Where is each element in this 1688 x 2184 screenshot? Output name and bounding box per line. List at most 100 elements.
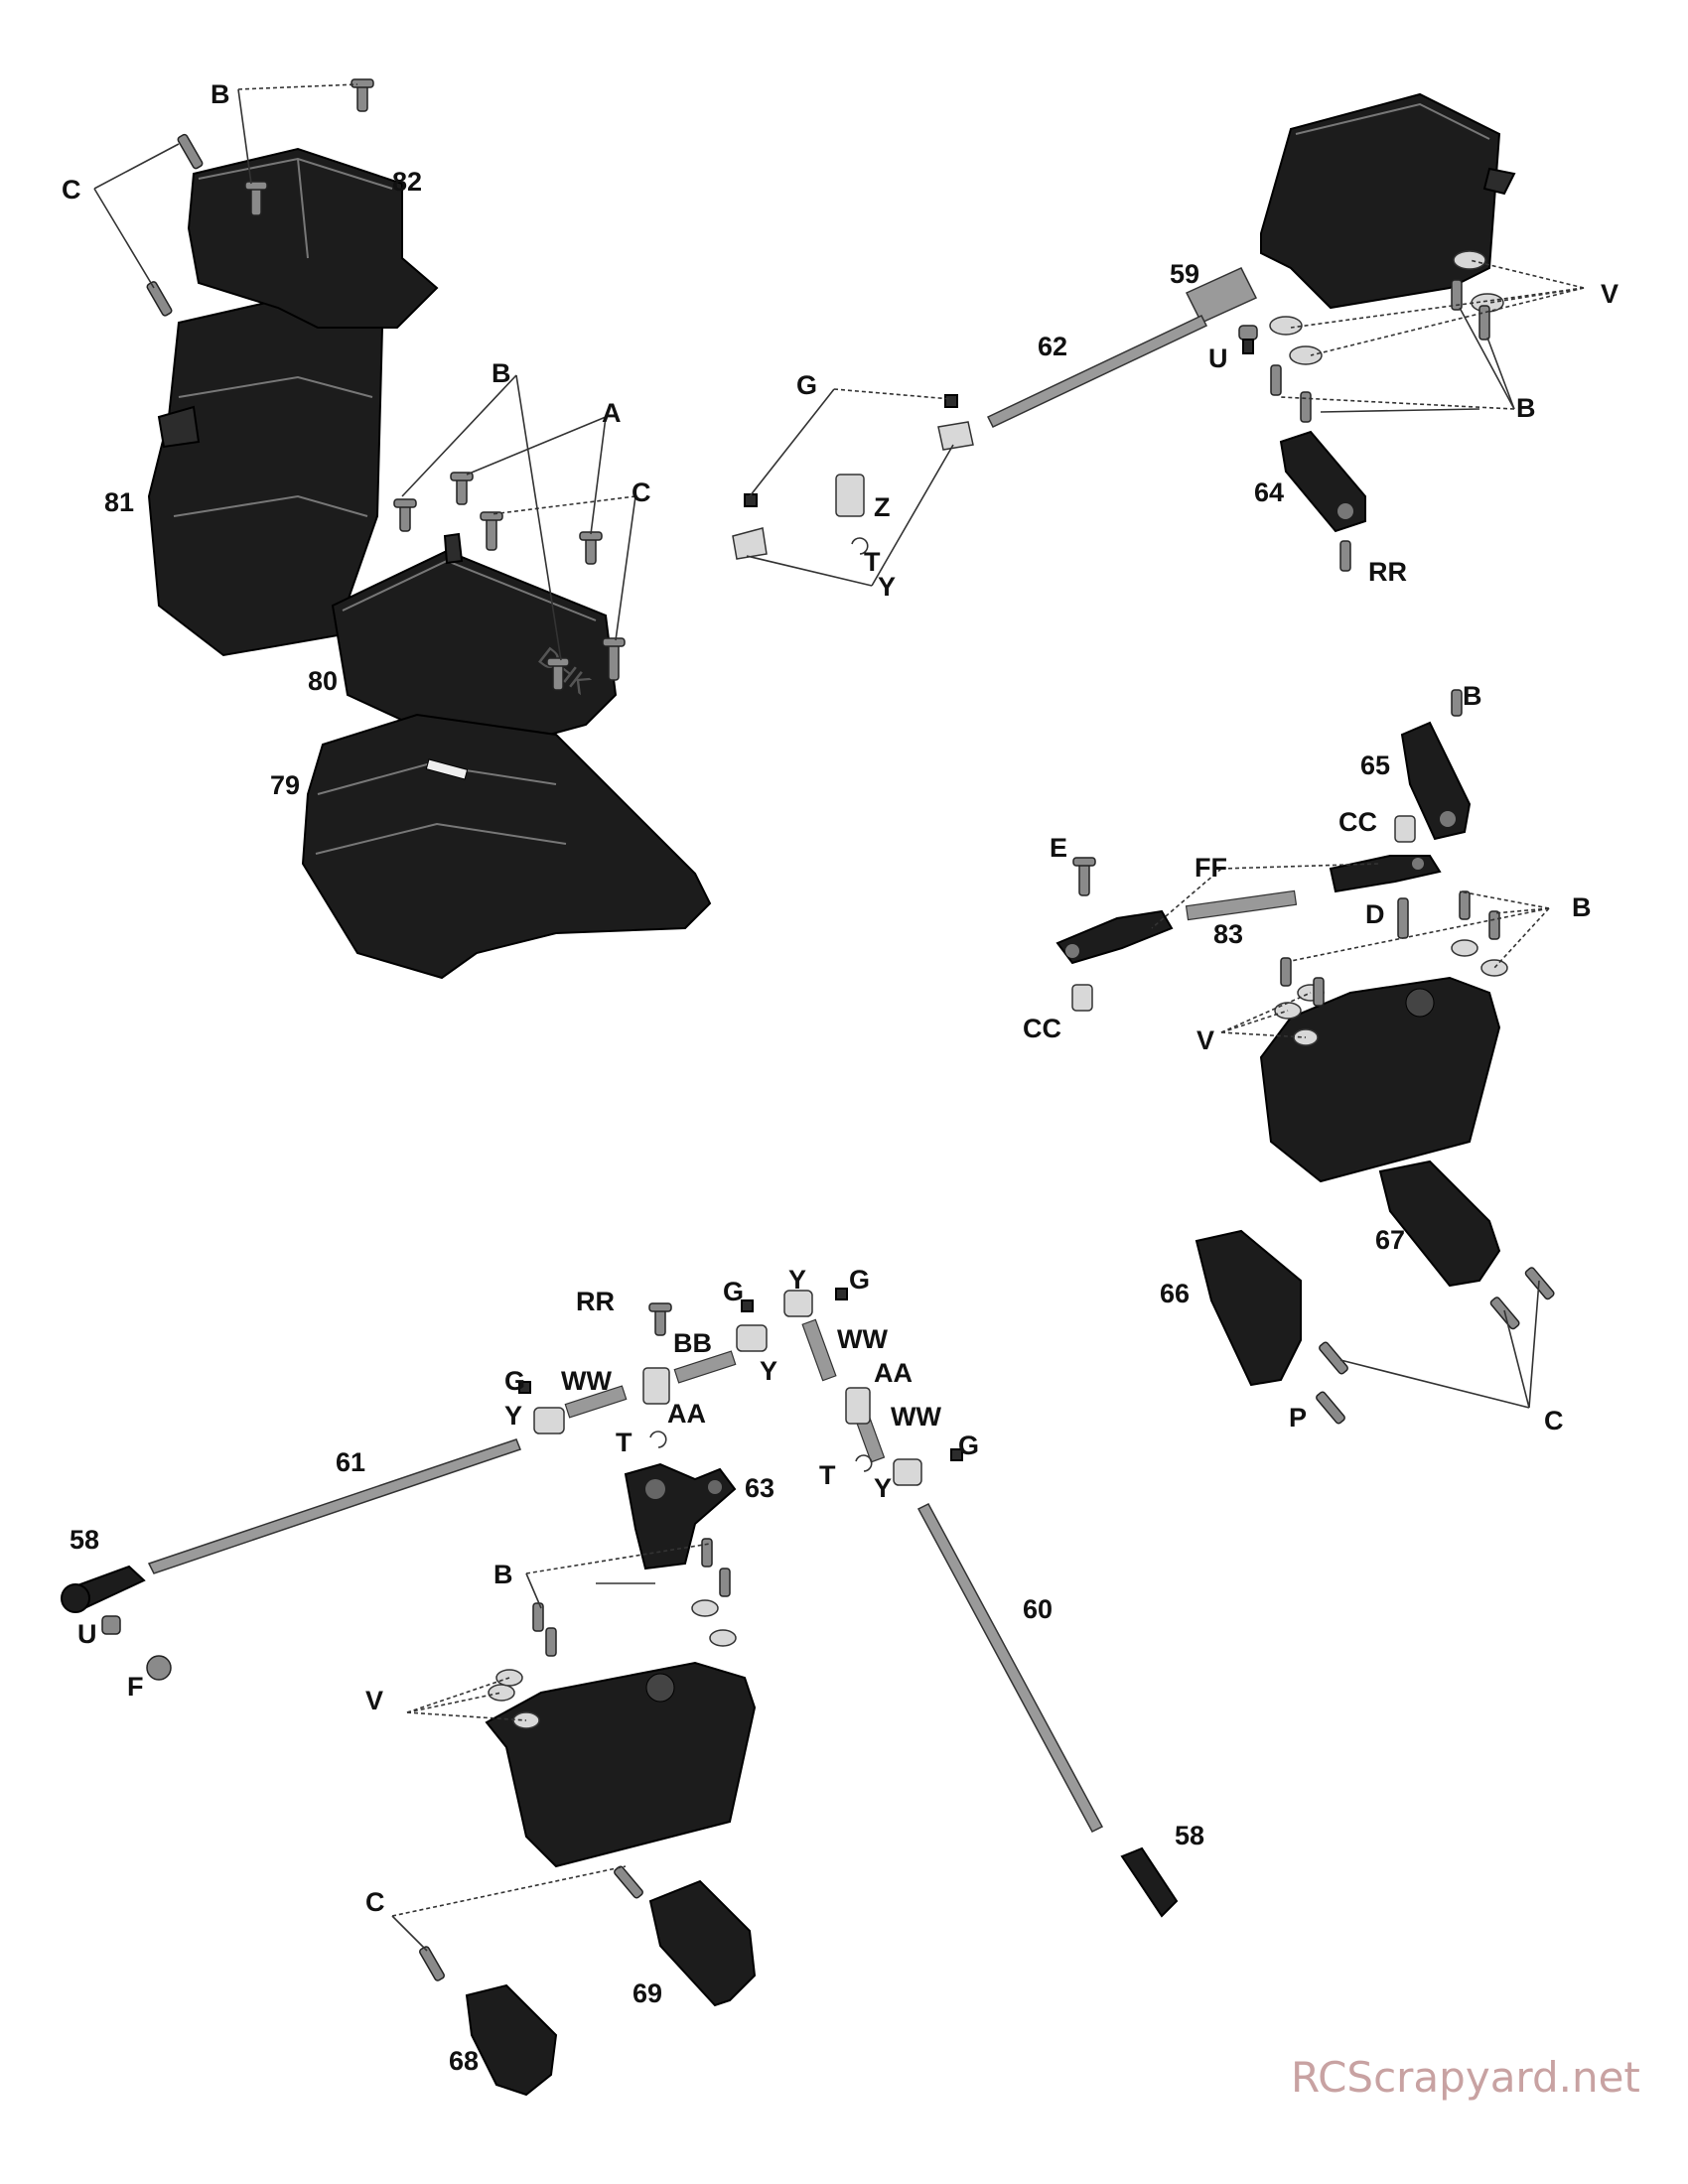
part-cc-ball-2 xyxy=(1071,984,1093,1012)
label-c-bottom: C xyxy=(365,1887,385,1917)
part-66-mount xyxy=(1195,1229,1302,1387)
screw-c-mid-3 xyxy=(1319,1341,1348,1375)
part-z-pivot xyxy=(835,474,865,517)
label-d: D xyxy=(1365,899,1385,929)
label-cc-2: CC xyxy=(1023,1014,1061,1043)
screw-rr-top xyxy=(1339,540,1351,572)
screw-a-2 xyxy=(579,531,603,565)
screw-u-top xyxy=(1238,325,1258,354)
part-79-receiver-box xyxy=(301,713,712,980)
label-64: 64 xyxy=(1254,478,1284,507)
screw-e xyxy=(1072,857,1096,896)
screw-c-3 xyxy=(480,511,503,551)
label-83: 83 xyxy=(1213,919,1243,949)
label-68: 68 xyxy=(449,2046,479,2076)
part-f-nut xyxy=(146,1655,172,1681)
label-v-bottom: V xyxy=(365,1686,383,1715)
servo-bottom-washers xyxy=(488,1538,737,1702)
label-67: 67 xyxy=(1375,1225,1405,1255)
part-59-collar xyxy=(1185,267,1258,324)
screw-c-bot-1 xyxy=(614,1865,643,1899)
label-v-rm: V xyxy=(1196,1025,1214,1055)
label-66: 66 xyxy=(1160,1279,1190,1308)
screw-p xyxy=(1316,1391,1345,1425)
label-g-b4: G xyxy=(958,1431,979,1460)
label-61: 61 xyxy=(336,1447,365,1477)
label-ff: FF xyxy=(1195,853,1227,883)
label-rr-bottom: RR xyxy=(576,1287,615,1316)
screw-c-4 xyxy=(602,637,626,681)
screw-b-4 xyxy=(546,657,570,691)
label-y-b1: Y xyxy=(788,1265,806,1295)
label-79: 79 xyxy=(270,770,300,800)
servo-mid xyxy=(1259,976,1501,1183)
part-61-rod xyxy=(147,1438,521,1574)
label-b-top: B xyxy=(211,79,230,109)
part-cc-ball-1 xyxy=(1394,815,1416,843)
label-b-rt: B xyxy=(1516,393,1536,423)
part-y-collars-bottom xyxy=(533,1290,922,1486)
servo-top xyxy=(1260,92,1516,310)
label-80: 80 xyxy=(308,666,338,696)
part-58-ball-end-left xyxy=(61,1565,146,1613)
label-y-b4: Y xyxy=(874,1473,892,1503)
label-aa-2: AA xyxy=(667,1399,706,1429)
label-60: 60 xyxy=(1023,1594,1053,1624)
label-a-mid: A xyxy=(602,398,622,428)
part-65-horn xyxy=(1400,721,1472,841)
screw-rr-bottom xyxy=(648,1302,672,1336)
label-t-top: T xyxy=(864,547,881,577)
label-y-b2: Y xyxy=(760,1356,777,1386)
label-p: P xyxy=(1289,1403,1307,1433)
label-u-bottom: U xyxy=(77,1619,97,1649)
label-c-rm: C xyxy=(1544,1406,1564,1435)
watermark: RCScrapyard.net xyxy=(1291,2053,1640,2102)
label-rr-top: RR xyxy=(1368,557,1407,587)
part-aa-stoppers xyxy=(642,1367,871,1425)
part-u-bottom xyxy=(101,1615,121,1635)
label-v-top: V xyxy=(1601,279,1618,309)
label-ww-2: WW xyxy=(561,1366,612,1396)
label-b-mid: B xyxy=(492,358,511,388)
label-y-b3: Y xyxy=(504,1401,522,1431)
screw-b-3 xyxy=(393,498,417,532)
receiver-box-assembly: DHK B C 82 81 xyxy=(62,78,712,980)
part-67-mount xyxy=(1378,1160,1501,1288)
label-c-top: C xyxy=(62,175,81,205)
steering-servo-assembly: B 65 CC E FF D B 83 CC V 67 66 P C xyxy=(1023,681,1592,1435)
part-60-rod xyxy=(916,1503,1104,1833)
part-62-rod xyxy=(986,315,1208,428)
part-80-receiver-lid: DHK xyxy=(331,532,618,756)
part-g-nut-1 xyxy=(944,394,958,408)
label-69: 69 xyxy=(633,1979,662,2008)
label-g-top: G xyxy=(796,370,817,400)
label-b-bottom: B xyxy=(493,1560,513,1589)
label-aa-1: AA xyxy=(874,1358,913,1388)
label-t-b2: T xyxy=(819,1460,836,1490)
servo-bottom xyxy=(485,1661,757,1868)
label-e: E xyxy=(1050,833,1067,863)
label-y-top: Y xyxy=(878,572,896,602)
part-83-turnbuckle xyxy=(1185,889,1298,921)
label-g-b2: G xyxy=(849,1265,870,1295)
part-rod-end-left xyxy=(1055,909,1174,965)
label-c-mid: C xyxy=(632,478,651,507)
part-63-servo-horn xyxy=(624,1462,737,1570)
label-g-b3: G xyxy=(504,1366,525,1396)
label-b-rm: B xyxy=(1572,892,1592,922)
label-bb: BB xyxy=(673,1328,712,1358)
label-65: 65 xyxy=(1360,751,1390,780)
screw-c-mid-1 xyxy=(1524,1267,1555,1300)
brake-servo-assembly: RR G Y G BB WW WW G Y AA Y AA WW T G 61 … xyxy=(61,1265,1204,2097)
screw-c-1 xyxy=(177,133,204,170)
screw-c-bot-2 xyxy=(419,1946,445,1981)
label-cc-1: CC xyxy=(1338,807,1377,837)
label-58-right: 58 xyxy=(1175,1821,1204,1850)
part-rod-end-right xyxy=(1329,855,1442,893)
label-t-b1: T xyxy=(616,1428,633,1457)
label-59: 59 xyxy=(1170,259,1199,289)
label-82: 82 xyxy=(392,167,422,197)
label-b-65: B xyxy=(1463,681,1482,711)
label-g-b1: G xyxy=(723,1277,744,1306)
